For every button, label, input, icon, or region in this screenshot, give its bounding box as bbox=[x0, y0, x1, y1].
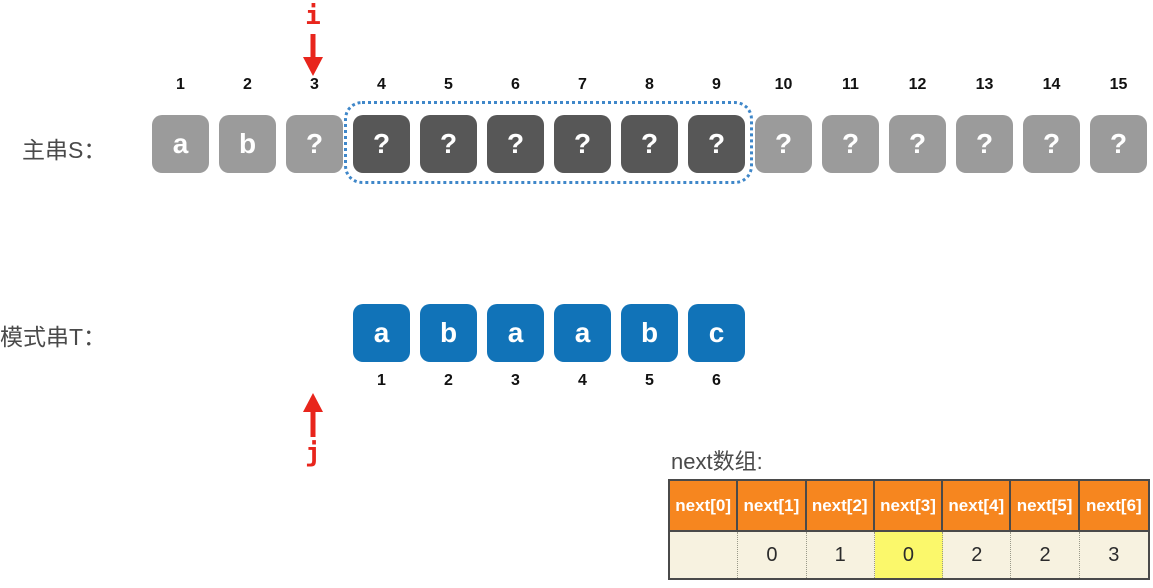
pattern-cell: a bbox=[353, 304, 410, 362]
matched-region-dotted-outline bbox=[344, 101, 753, 184]
main-index: 13 bbox=[975, 76, 994, 93]
main-index: 3 bbox=[310, 76, 319, 93]
next-array-table: next[0] next[1] next[2] next[3] next[4] … bbox=[668, 479, 1150, 580]
main-index: 12 bbox=[908, 76, 927, 93]
main-string-index-row: 1 2 3 4 5 6 7 8 9 10 11 12 13 14 15 bbox=[152, 76, 1147, 94]
main-cell: ? bbox=[956, 115, 1013, 173]
main-index: 6 bbox=[511, 76, 520, 93]
pattern-cell: c bbox=[688, 304, 745, 362]
main-cell: ? bbox=[420, 115, 477, 173]
main-cell: ? bbox=[688, 115, 745, 173]
main-index: 15 bbox=[1109, 76, 1128, 93]
arrow-down-icon bbox=[303, 34, 323, 76]
main-cell: ? bbox=[755, 115, 812, 173]
main-index: 14 bbox=[1042, 76, 1061, 93]
main-index: 4 bbox=[377, 76, 386, 93]
pattern-string-cell-row: a b a a b c bbox=[353, 304, 745, 362]
main-string-cell-row: a b ? ? ? ? ? ? ? ? ? ? ? ? ? bbox=[152, 115, 1147, 173]
pattern-string-label: 模式串T： bbox=[0, 324, 107, 350]
pattern-index: 5 bbox=[645, 372, 654, 389]
pattern-cell: b bbox=[621, 304, 678, 362]
main-index: 2 bbox=[243, 76, 252, 93]
main-cell: a bbox=[152, 115, 209, 173]
main-cell: ? bbox=[487, 115, 544, 173]
pattern-string-index-row: 1 2 3 4 5 6 bbox=[353, 372, 745, 390]
main-index: 7 bbox=[578, 76, 587, 93]
pointer-i-label: i bbox=[305, 1, 321, 31]
main-cell: ? bbox=[889, 115, 946, 173]
main-index: 1 bbox=[176, 76, 185, 93]
main-cell: ? bbox=[554, 115, 611, 173]
main-cell: ? bbox=[621, 115, 678, 173]
pattern-cell: b bbox=[420, 304, 477, 362]
next-value-cell: 0 bbox=[738, 532, 807, 578]
next-header-cell: next[0] bbox=[670, 481, 739, 532]
main-index: 10 bbox=[774, 76, 793, 93]
pattern-index: 2 bbox=[444, 372, 453, 389]
next-header-cell: next[3] bbox=[874, 481, 944, 532]
next-header-cell: next[5] bbox=[1011, 481, 1080, 532]
next-header-cell: next[6] bbox=[1079, 481, 1148, 532]
next-header-cell: next[4] bbox=[943, 481, 1012, 532]
pattern-cell: a bbox=[554, 304, 611, 362]
main-cell: ? bbox=[822, 115, 879, 173]
next-array-title: next数组: bbox=[671, 449, 763, 474]
main-index: 11 bbox=[842, 76, 859, 93]
main-index: 5 bbox=[444, 76, 453, 93]
pattern-index: 3 bbox=[511, 372, 520, 389]
main-string-label: 主串S： bbox=[22, 137, 107, 163]
pattern-index: 6 bbox=[712, 372, 721, 389]
main-cell: ? bbox=[286, 115, 343, 173]
pattern-cell: a bbox=[487, 304, 544, 362]
main-cell: b bbox=[219, 115, 276, 173]
pattern-index: 4 bbox=[578, 372, 587, 389]
main-cell: ? bbox=[353, 115, 410, 173]
main-cell: ? bbox=[1023, 115, 1080, 173]
next-header-cell: next[1] bbox=[738, 481, 807, 532]
main-cell: ? bbox=[1090, 115, 1147, 173]
next-header-cell: next[2] bbox=[806, 481, 875, 532]
pointer-j-label: j bbox=[305, 438, 321, 468]
pattern-index: 1 bbox=[377, 372, 386, 389]
next-value-cell: 2 bbox=[943, 532, 1012, 578]
next-value-cell: 2 bbox=[1011, 532, 1080, 578]
next-value-cell: 1 bbox=[806, 532, 875, 578]
main-index: 8 bbox=[645, 76, 654, 93]
next-value-cell bbox=[670, 532, 739, 578]
arrow-up-icon bbox=[303, 393, 323, 437]
main-index: 9 bbox=[712, 76, 721, 93]
next-value-cell-highlighted: 0 bbox=[874, 532, 944, 578]
next-value-cell: 3 bbox=[1079, 532, 1148, 578]
